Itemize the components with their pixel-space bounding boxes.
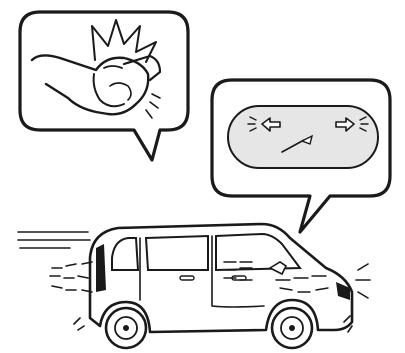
- front-wheel: [272, 308, 312, 348]
- rear-wheel: [106, 308, 146, 348]
- instrument-panel: [228, 106, 378, 168]
- bubble-outline: [20, 12, 188, 160]
- speech-bubble-press: [20, 12, 188, 160]
- rear-flash-rays: [50, 262, 92, 292]
- car-with-flashing-lights-icon: [18, 224, 370, 348]
- middle-window: [146, 236, 208, 270]
- front-flash-rays: [356, 264, 370, 298]
- motion-lines: [18, 232, 90, 248]
- speech-bubble-indicators: [212, 80, 390, 232]
